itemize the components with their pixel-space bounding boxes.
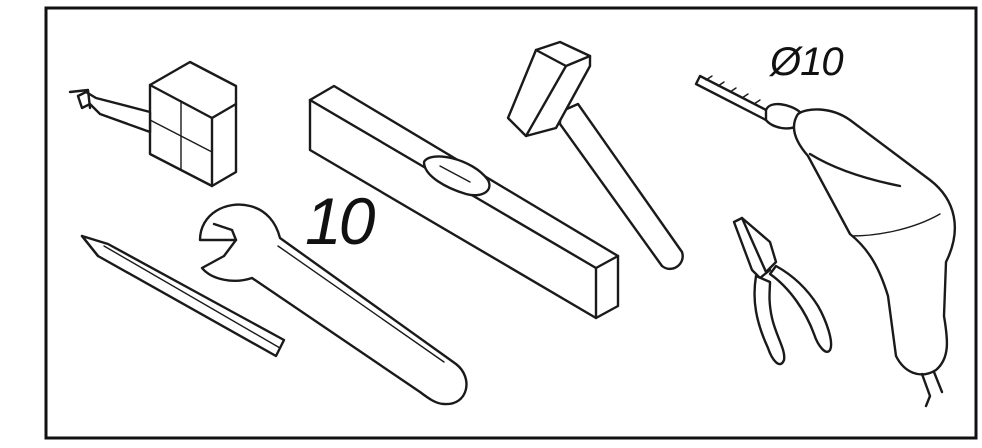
diagram-frame bbox=[44, 6, 978, 440]
wrench-size-label: 10 bbox=[305, 184, 375, 258]
wrench-icon bbox=[198, 203, 468, 406]
hammer-icon bbox=[506, 40, 684, 271]
drill-bit-size-label: Ø10 bbox=[770, 40, 844, 84]
spirit-level-icon bbox=[308, 84, 620, 320]
drill-icon bbox=[694, 74, 956, 408]
tape-measure-icon bbox=[68, 60, 238, 188]
pliers-icon bbox=[732, 216, 833, 366]
pencil-icon bbox=[80, 234, 286, 358]
